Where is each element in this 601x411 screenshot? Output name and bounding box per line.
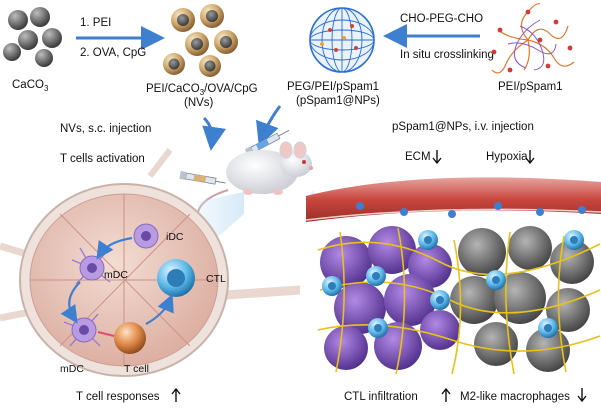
- np-label: PEG/PEI/pSpam1: [287, 81, 379, 93]
- lymph-flow-arrows: [60, 236, 174, 325]
- tcell-label: T cell: [124, 363, 149, 375]
- crosslinker-label: CHO-PEG-CHO: [400, 13, 483, 25]
- pei-pspam1-complex: [491, 3, 575, 74]
- ctl-label: CTL: [206, 273, 226, 285]
- nv-to-mouse-arrow: [202, 116, 226, 151]
- precursor-label: PEI/pSpam1: [498, 81, 563, 93]
- tumor-gray-cluster: [450, 226, 594, 372]
- hypoxia-down-arrow: [525, 150, 535, 165]
- np-to-mouse-arrow: [256, 105, 282, 147]
- tcell-responses-up-arrow: [171, 387, 181, 402]
- mdc-upper-label: mDC: [104, 269, 128, 281]
- np-short-label: (pSpam1@NPs): [296, 95, 380, 107]
- synapse-link: [97, 331, 115, 337]
- idc-label: iDC: [166, 231, 184, 243]
- idc-cell: [133, 223, 159, 249]
- step2-label: 2. OVA, CpG: [80, 47, 146, 59]
- caco3-label: CaCO3: [12, 79, 49, 93]
- ctl-infiltration-up-arrow: [441, 387, 451, 402]
- np-mesh-sphere: [309, 7, 375, 73]
- ctl-infiltration-label: CTL infiltration: [344, 391, 418, 403]
- mouse-icon: [197, 141, 313, 213]
- syringe-lower-icon: [179, 171, 226, 185]
- nv-short-label: (NVs): [184, 97, 214, 109]
- blood-vessel: [305, 177, 601, 222]
- hypoxia-label: Hypoxia: [486, 151, 528, 163]
- ctl-cell: [157, 259, 195, 297]
- nv-label: PEI/CaCO3/OVA/CpG: [146, 83, 258, 97]
- ecm-label: ECM: [405, 151, 431, 163]
- nv-particles: [163, 4, 238, 77]
- step-arrow-1: 1. PEI 2. OVA, CpG: [76, 17, 165, 59]
- ecm-fibers: [317, 227, 601, 375]
- vessel-nanoparticles: [356, 202, 586, 218]
- crosslink-note: In situ crosslinking: [400, 49, 494, 61]
- tumor-purple-cluster: [320, 226, 460, 370]
- caco3-particles: [3, 7, 62, 67]
- tumor-ctl-cells: [322, 230, 584, 338]
- mdc-lower-cell: [63, 313, 101, 347]
- tcell-activation-label: T cells activation: [60, 153, 145, 165]
- step1-label: 1. PEI: [80, 17, 111, 29]
- mdc-lower-label: mDC: [60, 363, 84, 375]
- nv-injection-label: NVs, s.c. injection: [60, 123, 151, 135]
- m2-down-arrow: [577, 388, 587, 403]
- ecm-down-arrow: [432, 150, 442, 165]
- crosslink-arrow: CHO-PEG-CHO In situ crosslinking: [383, 13, 494, 61]
- m2-macrophages-label: M2-like macrophages: [460, 391, 570, 403]
- tcell-cell: [114, 322, 146, 354]
- np-injection-label: pSpam1@NPs, i.v. injection: [392, 121, 534, 133]
- tcell-responses-label: T cell responses: [76, 391, 160, 403]
